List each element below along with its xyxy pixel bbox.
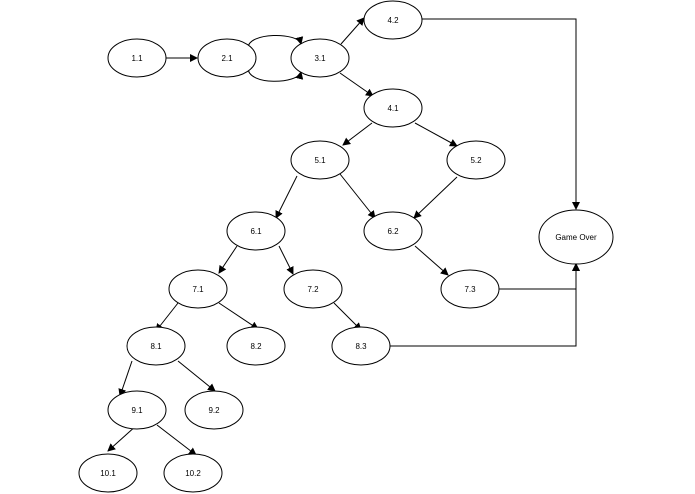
edge-9-1-to-10-1 bbox=[107, 424, 138, 452]
edge-7-2-to-8-3 bbox=[333, 302, 362, 331]
node-5-1: 5.1 bbox=[290, 140, 350, 180]
node-label: 10.1 bbox=[100, 469, 116, 478]
edge-6-1-to-7-1 bbox=[218, 245, 238, 274]
node-label: 6.2 bbox=[387, 227, 399, 236]
node-1-1: 1.1 bbox=[107, 38, 167, 78]
edge-4-1-to-5-1 bbox=[342, 122, 373, 146]
edge-2-1-to-3-1-upper bbox=[247, 34, 304, 49]
edge-5-1-to-6-1 bbox=[275, 175, 298, 219]
node-4-2: 4.2 bbox=[363, 0, 423, 40]
edge-2-1-to-3-1-lower bbox=[247, 67, 304, 82]
node-label: 8.1 bbox=[150, 342, 162, 351]
node-7-3: 7.3 bbox=[440, 269, 500, 309]
node-6-1: 6.1 bbox=[226, 211, 286, 251]
node-game-over: Game Over bbox=[538, 209, 614, 265]
node-label: 7.3 bbox=[464, 285, 476, 294]
edge-8-1-to-9-1 bbox=[118, 360, 133, 397]
node-label: 5.2 bbox=[470, 156, 482, 165]
node-3-1: 3.1 bbox=[290, 38, 350, 78]
node-8-1: 8.1 bbox=[126, 326, 186, 366]
edge-7-1-to-8-1 bbox=[155, 302, 179, 332]
node-label: 7.1 bbox=[192, 285, 204, 294]
node-label: 8.2 bbox=[250, 342, 262, 351]
edge-5-2-to-6-2 bbox=[413, 176, 458, 219]
node-label: 6.1 bbox=[250, 227, 262, 236]
edge-3-1-to-4-2 bbox=[340, 17, 365, 45]
edge-6-2-to-7-3 bbox=[414, 245, 449, 276]
edge-4-2-to-game-over bbox=[422, 18, 580, 210]
node-label: 9.2 bbox=[208, 406, 220, 415]
edge-8-3-to-game-over bbox=[389, 263, 580, 347]
edge-7-3-to-game-over bbox=[499, 263, 580, 290]
node-label: 4.1 bbox=[387, 104, 399, 113]
node-4-1: 4.1 bbox=[363, 88, 423, 128]
node-7-1: 7.1 bbox=[168, 269, 228, 309]
edge-5-1-to-6-2 bbox=[339, 173, 376, 219]
node-label: 10.2 bbox=[185, 469, 201, 478]
node-5-2: 5.2 bbox=[446, 140, 506, 180]
edge-7-1-to-8-2 bbox=[218, 302, 259, 330]
node-label: 3.1 bbox=[314, 54, 326, 63]
node-9-1: 9.1 bbox=[107, 390, 167, 430]
edge-3-1-to-4-1 bbox=[339, 72, 374, 97]
node-8-3: 8.3 bbox=[331, 326, 391, 366]
edge-6-1-to-7-2 bbox=[278, 245, 294, 275]
node-label: 8.3 bbox=[355, 342, 367, 351]
node-8-2: 8.2 bbox=[226, 326, 286, 366]
node-6-2: 6.2 bbox=[363, 211, 423, 251]
edge-4-1-to-5-2 bbox=[414, 122, 458, 147]
node-9-2: 9.2 bbox=[184, 390, 244, 430]
node-label: 1.1 bbox=[131, 54, 143, 63]
node-label: 4.2 bbox=[387, 16, 399, 25]
node-label: 9.1 bbox=[131, 406, 143, 415]
node-label: 5.1 bbox=[314, 156, 326, 165]
edge-8-1-to-9-2 bbox=[177, 360, 216, 392]
node-label: 2.1 bbox=[221, 54, 233, 63]
node-10-2: 10.2 bbox=[163, 453, 223, 493]
node-2-1: 2.1 bbox=[197, 38, 257, 78]
edge-9-1-to-10-2 bbox=[156, 424, 197, 456]
node-label: Game Over bbox=[555, 233, 597, 242]
node-7-2: 7.2 bbox=[283, 269, 343, 309]
node-label: 7.2 bbox=[307, 285, 319, 294]
node-10-1: 10.1 bbox=[78, 453, 138, 493]
